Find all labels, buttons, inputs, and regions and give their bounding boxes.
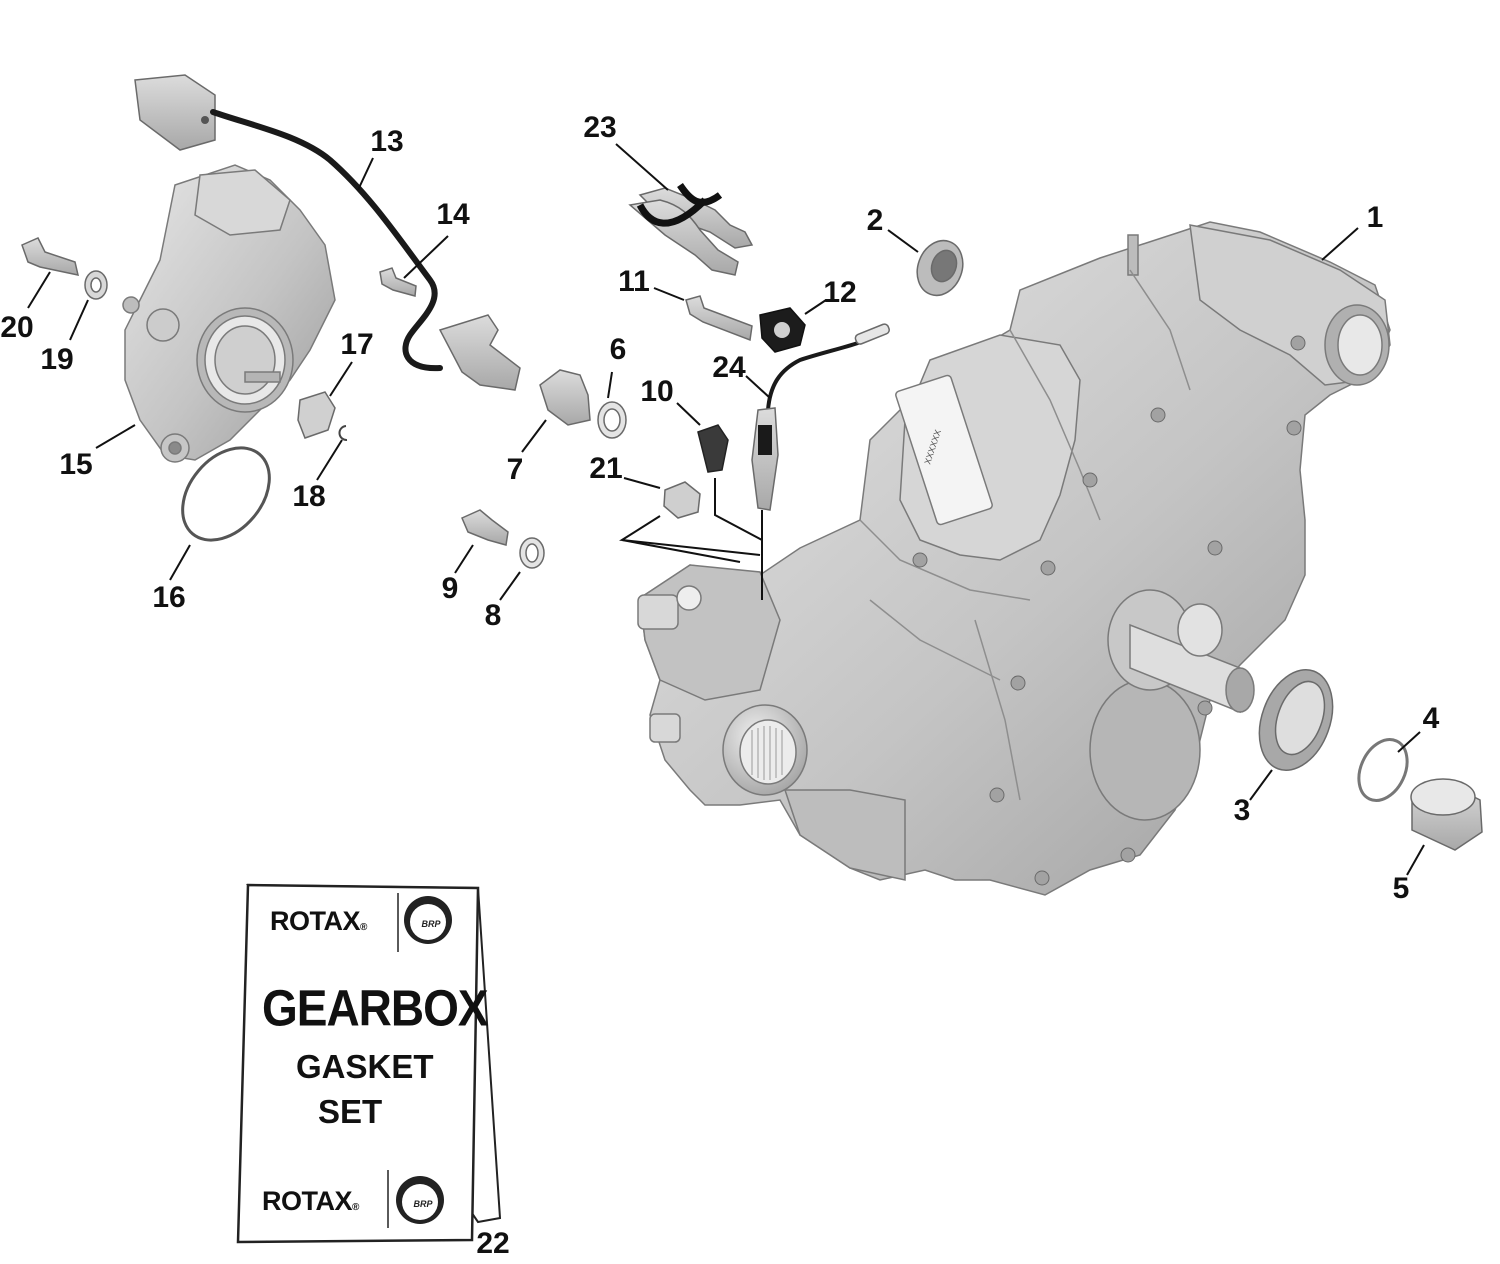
callout-24: 24 (712, 351, 746, 384)
leader-lines (27, 143, 1425, 876)
callout-23: 23 (583, 111, 617, 144)
callout-22: 22 (476, 1227, 510, 1260)
svg-text:BRP: BRP (421, 919, 441, 929)
wiring-harness (134, 74, 521, 391)
svg-text:BRP: BRP (413, 1199, 433, 1209)
callout-9: 9 (441, 572, 459, 605)
callout-7: 7 (506, 453, 524, 486)
card-title: GEARBOX (262, 979, 489, 1037)
part-17-clip (297, 391, 336, 439)
part-4-o-ring (1357, 738, 1409, 802)
shift-actuator (122, 164, 336, 463)
part-3-seal (1258, 669, 1334, 771)
callout-11: 11 (618, 265, 650, 298)
rotax-brand-top: ROTAX® (270, 906, 367, 936)
callout-16: 16 (152, 581, 186, 614)
callout-14: 14 (436, 198, 470, 231)
callout-13: 13 (370, 125, 404, 158)
part-5-sleeve (1410, 778, 1483, 851)
callout-5: 5 (1392, 872, 1410, 905)
brp-logo-bottom: BRP (396, 1176, 444, 1224)
rotax-brand-bottom: ROTAX® (262, 1186, 359, 1216)
gasket-set-card: BRP BRP (236, 883, 502, 1244)
callout-3: 3 (1233, 794, 1251, 827)
part-20-bolt (21, 237, 79, 276)
callout-20: 20 (0, 311, 34, 344)
part-18-circlip (338, 425, 348, 441)
part-24-sensor (751, 323, 890, 511)
callout-10: 10 (640, 375, 674, 408)
callout-18: 18 (292, 480, 326, 513)
small-parts (21, 183, 1483, 851)
part-2-seal (916, 239, 964, 297)
part-9-fitting (461, 509, 509, 546)
part-14-bolt (379, 267, 417, 297)
callout-15: 15 (59, 448, 93, 481)
part-10-plug (697, 424, 729, 473)
gearbox-housing: XXXXXX (637, 221, 1391, 896)
part-21-nut (663, 481, 701, 519)
part-23-fittings (628, 183, 754, 276)
callout-17: 17 (340, 328, 374, 361)
callout-1: 1 (1366, 201, 1384, 234)
callout-21: 21 (589, 452, 623, 485)
callout-19: 19 (40, 343, 74, 376)
part-7-plug (539, 369, 591, 426)
callout-8: 8 (484, 599, 502, 632)
part-11-bolt (685, 295, 753, 342)
callout-6: 6 (609, 333, 627, 366)
callout-12: 12 (823, 276, 857, 309)
callout-2: 2 (866, 204, 884, 237)
brp-logo-top: BRP (404, 896, 452, 944)
card-subtitle-line2: SET (318, 1093, 383, 1130)
callout-4: 4 (1422, 702, 1440, 735)
card-subtitle-line1: GASKET (296, 1048, 434, 1085)
part-16-o-ring (181, 446, 271, 542)
